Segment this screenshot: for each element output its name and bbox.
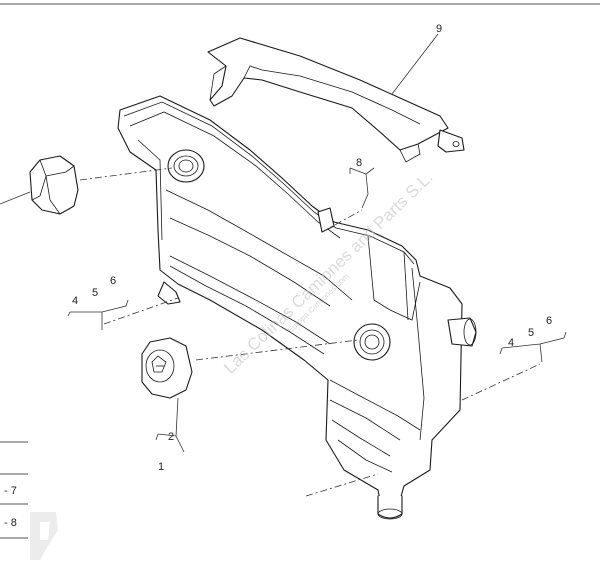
callout-right-5: 5	[528, 327, 534, 339]
filler-neck-top	[167, 149, 205, 183]
table-row-8: - 8	[4, 517, 17, 529]
callout-1: 1	[158, 461, 164, 473]
parts-table-fragment: - 7 - 8	[0, 441, 28, 539]
filler-cap-upper	[29, 155, 79, 215]
callout-2: 2	[168, 431, 174, 443]
callout-right-6: 6	[546, 315, 552, 327]
callout-left-5: 5	[92, 287, 98, 299]
callout-9: 9	[436, 23, 442, 35]
leader-lines	[0, 33, 567, 453]
callout-left-6: 6	[110, 275, 116, 287]
callout-right-4: 4	[508, 337, 514, 349]
heat-shield-bracket	[207, 37, 465, 163]
table-row-7: - 7	[4, 485, 17, 497]
filler-cap-lower	[141, 337, 193, 399]
filler-neck-lower	[353, 323, 391, 361]
callout-left-4: 4	[72, 295, 78, 307]
callout-8: 8	[356, 157, 362, 169]
watermark-logo-icon	[30, 512, 58, 560]
expansion-tank	[117, 95, 477, 520]
assembly-centre-lines	[79, 167, 541, 497]
